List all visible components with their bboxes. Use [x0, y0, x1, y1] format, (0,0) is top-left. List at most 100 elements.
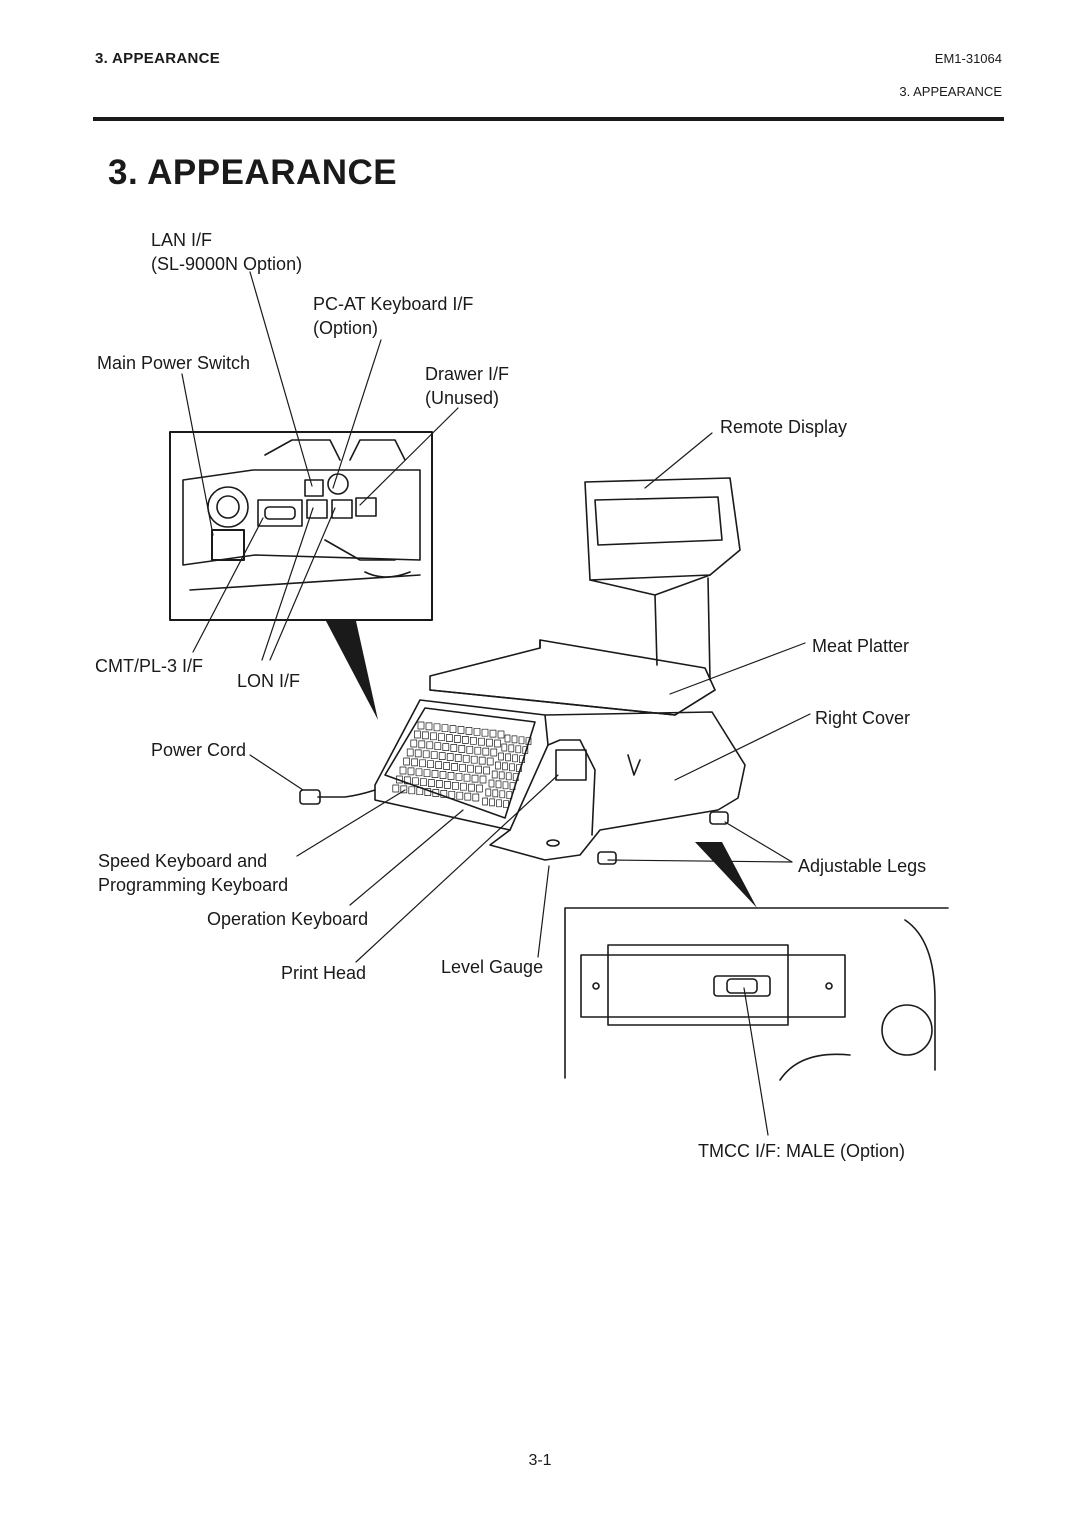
leader-lines: [181, 271, 811, 1136]
keyboard-key: [495, 780, 502, 789]
keyboard-key: [399, 766, 407, 775]
label-operation-keyboard: Operation Keyboard: [207, 909, 369, 929]
keyboard-key: [468, 783, 475, 792]
keyboard-key: [486, 738, 493, 747]
keyboard-key: [444, 781, 451, 789]
keyboard-key: [498, 752, 504, 761]
keyboard-key: [451, 763, 458, 771]
keyboard-key: [454, 735, 461, 743]
keyboard-key: [485, 788, 492, 797]
keyboard-key: [499, 790, 506, 799]
keyboard-key: [420, 778, 427, 787]
label-cmt-pl3-if: CMT/PL-3 I/F: [95, 656, 204, 676]
keyboard-key: [505, 753, 511, 762]
keyboard-key: [508, 744, 515, 753]
keyboard-key: [470, 736, 477, 745]
keyboard-key: [418, 740, 426, 749]
label-drawer-unused: (Unused): [425, 388, 500, 408]
keyboard-key: [495, 761, 501, 770]
keyboard-key: [417, 721, 425, 730]
keyboard-key: [506, 791, 513, 800]
label-lan-if-option: (SL-9000N Option): [151, 254, 303, 274]
keyboard-key: [456, 791, 464, 800]
keyboard-key: [471, 774, 479, 783]
keyboard-key: [434, 742, 442, 751]
keyboard-key: [441, 724, 449, 733]
keyboard-key: [436, 780, 443, 788]
keyboard-key-grid: [392, 721, 532, 809]
keyboard-key: [410, 739, 418, 748]
keyboard-key: [446, 753, 454, 761]
keyboard-key: [448, 790, 456, 799]
keyboard-key: [518, 736, 525, 745]
rear-panel-inset: [169, 431, 433, 621]
keyboard-key: [414, 730, 421, 739]
header-section-right: 3. APPEARANCE: [899, 84, 1002, 99]
label-programming-keyboard: Programming Keyboard: [98, 875, 289, 895]
keyboard-key: [406, 748, 414, 757]
keyboard-key: [512, 754, 518, 763]
keyboard-key: [450, 744, 458, 752]
keyboard-key: [512, 773, 519, 782]
keyboard-key: [505, 772, 512, 781]
keyboard-key: [525, 737, 532, 746]
keyboard-key: [452, 781, 459, 790]
keyboard-key: [503, 800, 509, 809]
label-pcat-keyboard-if: PC-AT Keyboard I/F: [313, 294, 474, 314]
keyboard-key: [491, 770, 498, 779]
keyboard-key: [400, 785, 408, 794]
keyboard-key: [462, 754, 470, 763]
keyboard-key: [430, 732, 437, 741]
label-level-gauge: Level Gauge: [441, 957, 544, 977]
keyboard-key: [416, 787, 424, 796]
keyboard-key: [447, 772, 455, 780]
keyboard-key: [432, 789, 440, 797]
keyboard-key: [439, 771, 447, 779]
keyboard-key: [457, 726, 465, 734]
keyboard-key: [497, 730, 505, 739]
keyboard-key: [415, 768, 423, 777]
keyboard-key: [438, 733, 445, 742]
label-speed-keyboard: Speed Keyboard and: [98, 851, 268, 871]
keyboard-key: [404, 776, 411, 785]
keyboard-key: [435, 761, 442, 769]
keyboard-key: [449, 725, 457, 733]
keyboard-key: [475, 765, 482, 774]
keyboard-key: [490, 748, 498, 757]
keyboard-key: [481, 728, 489, 737]
keyboard-key: [473, 727, 481, 736]
label-right-cover: Right Cover: [815, 708, 911, 728]
keyboard-key: [494, 739, 501, 748]
keyboard-key: [478, 756, 486, 765]
keyboard-key: [502, 762, 508, 771]
keyboard-key: [412, 777, 419, 786]
keyboard-key: [442, 743, 450, 751]
keyboard-key: [511, 735, 518, 744]
page-number: 3-1: [528, 1452, 552, 1469]
keyboard-key: [458, 745, 466, 753]
keyboard-key: [403, 757, 410, 766]
keyboard-key: [515, 745, 522, 754]
keyboard-key: [454, 754, 462, 762]
label-drawer-if: Drawer I/F: [425, 364, 510, 384]
keyboard-key: [478, 737, 485, 746]
callout-pointer-bottom: [695, 842, 757, 908]
keyboard-key: [509, 763, 515, 772]
keyboard-key: [427, 760, 434, 769]
keyboard-key: [407, 767, 415, 776]
keyboard-key: [509, 782, 516, 791]
header-rule: [93, 117, 1004, 121]
keyboard-key: [470, 755, 478, 764]
header-section-left: 3. APPEARANCE: [95, 50, 221, 67]
keyboard-key: [462, 736, 469, 744]
keyboard-key: [466, 745, 474, 754]
keyboard-key: [502, 781, 509, 790]
keyboard-key: [489, 729, 497, 738]
keyboard-key: [422, 750, 430, 759]
label-lan-if: LAN I/F: [151, 230, 213, 250]
label-tmcc-if: TMCC I/F: MALE (Option): [698, 1141, 906, 1161]
label-meat-platter: Meat Platter: [812, 636, 910, 656]
keyboard-key: [479, 775, 487, 784]
label-pcat-option: (Option): [313, 318, 379, 338]
keyboard-key: [492, 789, 499, 798]
